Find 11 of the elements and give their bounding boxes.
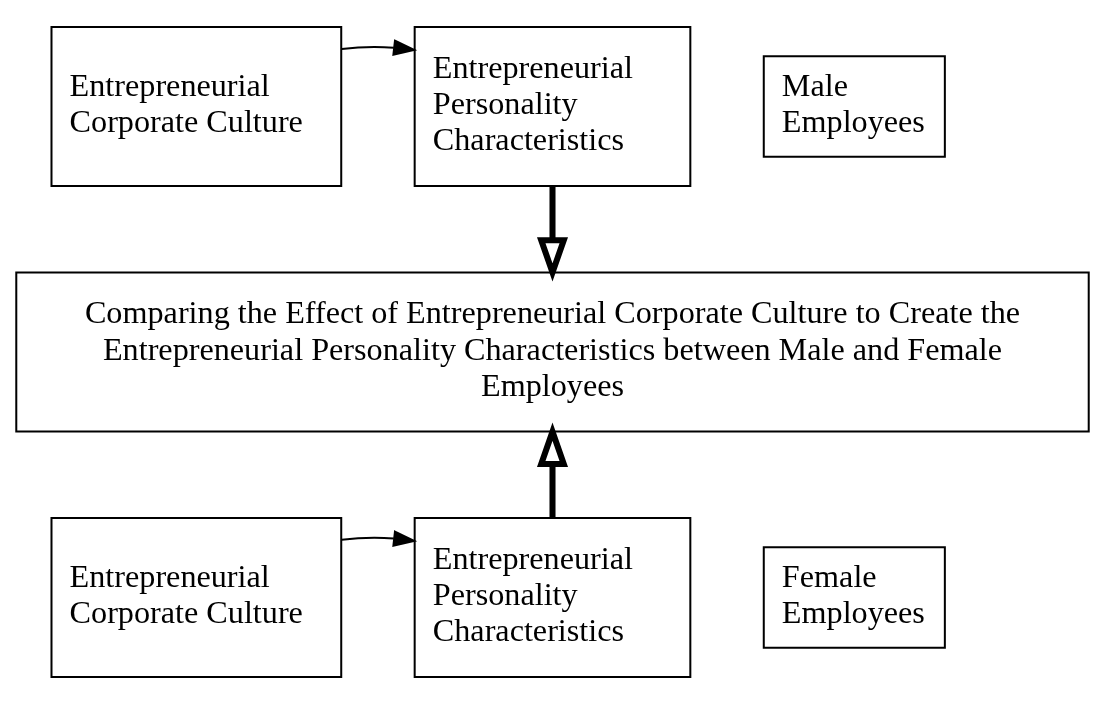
arrow <box>341 39 418 56</box>
node-box: Entrepreneurial Personality Characteristics <box>413 517 692 678</box>
arrow <box>341 530 418 547</box>
arrow <box>536 186 569 282</box>
node-box: Entrepreneurial Personality Characteristics <box>413 26 692 187</box>
node-box: Entrepreneurial Corporate Culture <box>50 26 343 187</box>
node-box: Female Employees <box>762 546 946 649</box>
arrow <box>536 422 569 518</box>
node-box: Entrepreneurial Corporate Culture <box>50 517 343 678</box>
node-box: Male Employees <box>762 55 946 158</box>
node-box: Comparing the Effect of Entrepreneurial Corporate Culture to Create the Entrepreneurial Personality Characteristics between Male and Female Employees <box>15 271 1090 433</box>
